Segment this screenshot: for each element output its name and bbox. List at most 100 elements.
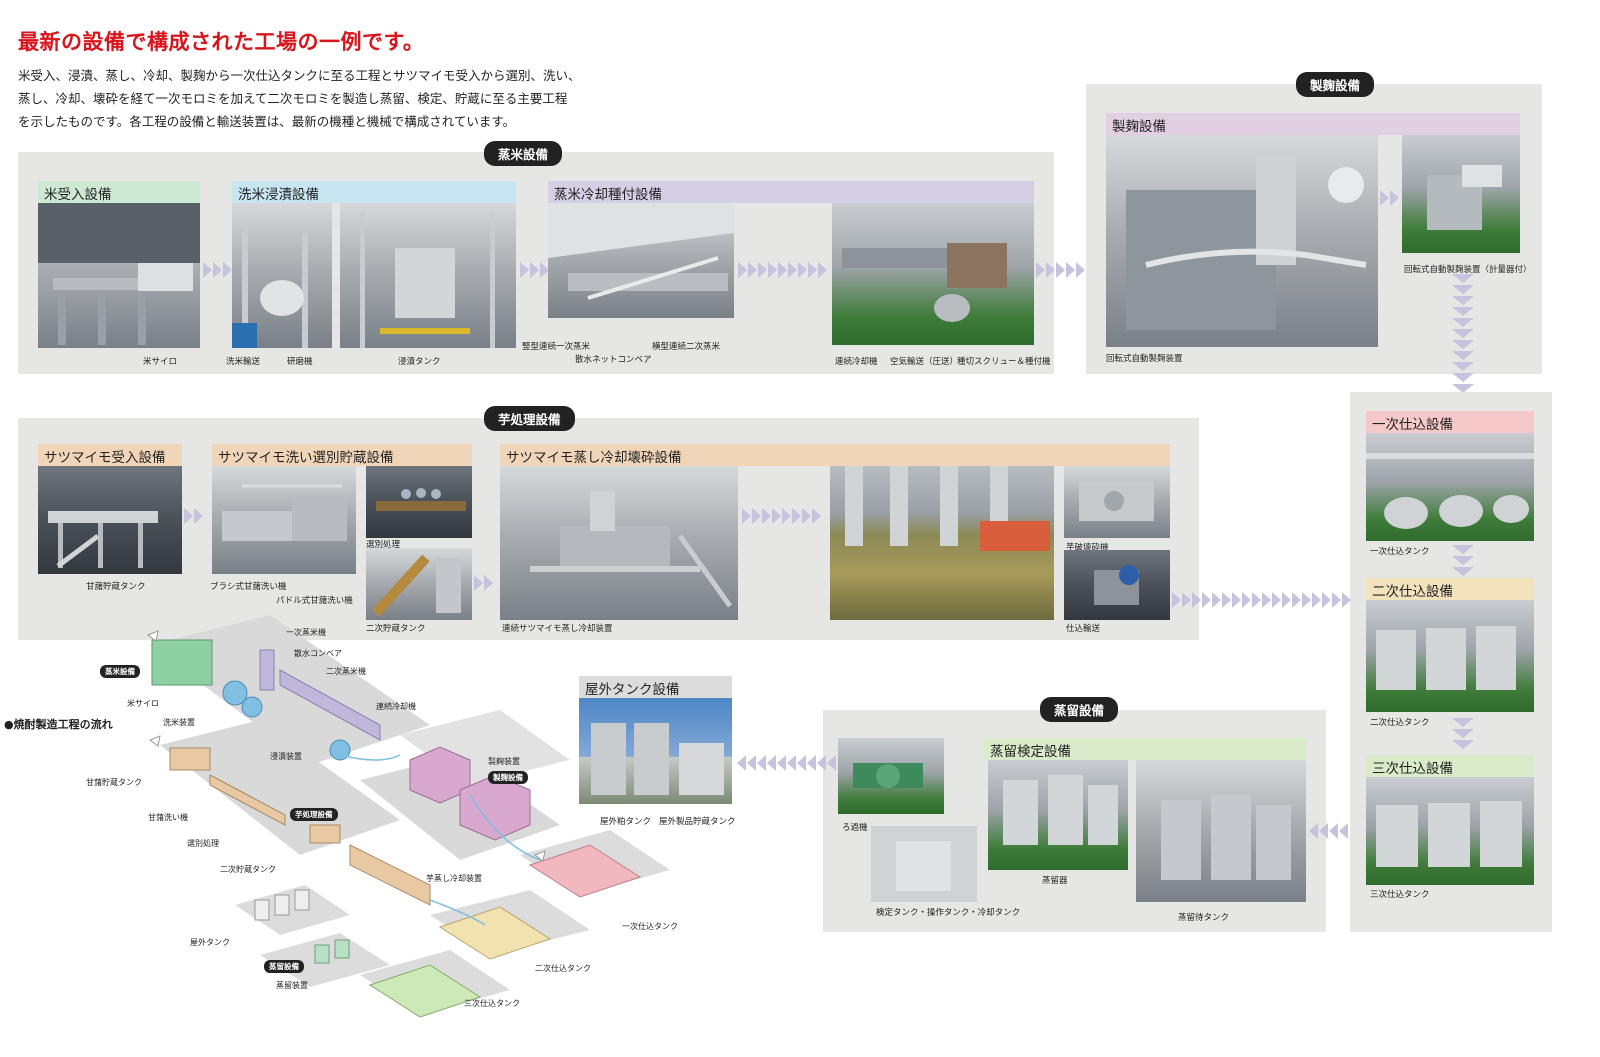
flow-label: 屋外タンク — [190, 938, 230, 947]
primary-tank-photo — [1366, 433, 1534, 541]
flow-arrow — [203, 262, 233, 280]
rice-receiving-header: 米受入設備 — [38, 181, 200, 203]
soaking-tank-label: 浸漬タンク — [398, 357, 441, 367]
distill-pill: 蒸留設備 — [1040, 697, 1119, 722]
seeding-machine-label: 種切スクリュー＆種付機 — [957, 357, 1051, 367]
potato-storage-label: 甘藷貯蔵タンク — [86, 582, 146, 592]
flow-arrow — [1380, 190, 1400, 208]
flow-label: 甘藷洗い機 — [148, 813, 188, 822]
flow-label: 芋蒸し冷却装置 — [426, 874, 482, 883]
page-title: 最新の設備で構成された工場の一例です。 — [18, 30, 425, 54]
flow-label: 蒸留装置 — [276, 981, 308, 990]
rice-silo-photo — [38, 203, 200, 348]
vertical-steamer-label: 竪型連続一次蒸米 — [522, 342, 591, 352]
potato-crusher-label: 芋破壊砕機 — [1066, 543, 1109, 553]
soaking-tank-photo — [340, 203, 516, 348]
description-line: 蒸し、冷却、壊砕を経て一次モロミを加えて二次モロミを製造し蒸留、検定、貯蔵に至る… — [18, 91, 568, 106]
polisher-label: 研磨機 — [287, 357, 313, 367]
outdoor-product-label: 屋外製品貯蔵タンク — [659, 817, 736, 827]
flow-pill-koji: 製麹設備 — [488, 771, 528, 784]
potato-steaming-header: サツマイモ蒸し冷却壊砕設備 — [500, 444, 1170, 466]
flow-label: 米サイロ — [127, 699, 159, 708]
outdoor-waste-label: 屋外粕タンク — [600, 817, 652, 827]
waiting-tank-photo — [1136, 760, 1306, 902]
potato-washer-photo — [212, 466, 356, 574]
rice-cooling-header: 蒸米冷却種付設備 — [548, 181, 1034, 203]
sorting-photo — [366, 466, 472, 538]
filter-label: ろ過機 — [842, 823, 868, 833]
flow-pill-potato: 芋処理設備 — [290, 808, 338, 821]
steamer-cooler-label: 連続サツマイモ蒸し冷却装置 — [502, 624, 613, 634]
potato-storage-photo — [38, 466, 182, 574]
flow-label: 洗米装置 — [163, 718, 195, 727]
rice-polisher-photo — [232, 203, 332, 348]
flow-label: 一次仕込タンク — [622, 922, 678, 931]
flow-arrow — [742, 508, 822, 526]
flow-label: 二次仕込タンク — [535, 964, 591, 973]
description-line: 米受入、浸漬、蒸し、冷却、製麹から一次仕込タンクに至る工程とサツマイモ受入から選… — [18, 68, 581, 83]
flow-arrow — [1450, 274, 1476, 406]
potato-washing-header: サツマイモ洗い選別貯蔵設備 — [212, 444, 472, 466]
flow-label: 二次蒸米機 — [326, 667, 366, 676]
rice-silo-label: 米サイロ — [143, 357, 178, 367]
secondary-storage-label: 二次貯蔵タンク — [366, 624, 426, 634]
koji-machine-label: 回転式自動製麹装置 — [1106, 354, 1183, 364]
potato-receiving-header: サツマイモ受入設備 — [38, 444, 182, 466]
flow-label: 一次蒸米機 — [286, 628, 326, 637]
horizontal-steamer-label: 横型連続二次蒸米 — [652, 342, 721, 352]
flow-arrow — [1450, 718, 1476, 751]
potato-pill: 芋処理設備 — [484, 406, 575, 431]
koji-machine-photo — [1106, 135, 1378, 347]
flow-label: 連続冷却機 — [376, 702, 416, 711]
flow-diagram — [146, 615, 670, 1018]
flow-pill-distill: 蒸留設備 — [264, 960, 304, 973]
flow-label: 三次仕込タンク — [464, 999, 520, 1008]
flow-label: 浸漬装置 — [270, 752, 302, 761]
koji-scale-photo — [1402, 135, 1520, 253]
paddle-washer-label: パドル式甘藷洗い機 — [276, 596, 353, 606]
flow-arrow — [1308, 823, 1348, 841]
tertiary-header: 三次仕込設備 — [1366, 755, 1534, 777]
koji-header: 製麹設備 — [1106, 113, 1520, 135]
rice-transport-label: 洗米輸送 — [226, 357, 261, 367]
description-line: を示したものです。各工程の設備と輸送装置は、最新の機種と機械で構成されています。 — [18, 114, 516, 129]
feed-transport-label: 仕込輸送 — [1066, 624, 1101, 634]
flow-arrow — [736, 755, 836, 773]
inspection-tank-label: 検定タンク・操作タンク・冷却タンク — [876, 908, 1021, 918]
steamed-rice-pill: 蒸米設備 — [484, 141, 563, 166]
flow-label: 製麹装置 — [488, 757, 520, 766]
secondary-storage-photo — [366, 548, 472, 620]
page-description: 米受入、浸漬、蒸し、冷却、製麹から一次仕込タンクに至る工程とサツマイモ受入から選… — [18, 64, 658, 133]
secondary-header: 二次仕込設備 — [1366, 578, 1534, 600]
flow-arrow — [738, 262, 828, 280]
filter-photo — [838, 738, 944, 814]
flow-arrow — [1450, 545, 1476, 578]
feed-transport-photo — [1064, 550, 1170, 620]
brush-washer-label: ブラシ式甘藷洗い機 — [210, 582, 287, 592]
tertiary-tank-photo — [1366, 777, 1534, 885]
sorting-label: 選別処理 — [366, 540, 401, 550]
steamer-photo — [548, 203, 734, 318]
flow-arrow — [184, 508, 204, 526]
flow-label: 選別処理 — [187, 839, 219, 848]
distill-header: 蒸留検定設備 — [984, 738, 1306, 760]
still-label: 蒸留器 — [1042, 876, 1068, 886]
koji-scale-label: 回転式自動製麹装置（計量器付） — [1404, 265, 1532, 275]
spray-conveyor-label: 散水ネットコンベア — [575, 355, 652, 365]
primary-header: 一次仕込設備 — [1366, 411, 1534, 433]
tertiary-tank-label: 三次仕込タンク — [1370, 890, 1430, 900]
koji-pill: 製麹設備 — [1296, 72, 1375, 97]
flow-label: 甘藷貯蔵タンク — [86, 778, 142, 787]
still-photo — [988, 760, 1128, 870]
potato-crusher-photo — [1064, 466, 1170, 538]
outdoor-header: 屋外タンク設備 — [579, 676, 732, 698]
potato-conveyor-photo — [830, 466, 1054, 620]
flow-diagram-title: ●焼酎製造工程の流れ — [4, 718, 113, 731]
flow-arrow — [1172, 592, 1352, 610]
rice-washing-header: 洗米浸漬設備 — [232, 181, 516, 203]
inspection-tank-photo — [871, 826, 977, 902]
outdoor-tank-photo — [579, 698, 732, 804]
secondary-tank-label: 二次仕込タンク — [1370, 718, 1430, 728]
secondary-tank-photo — [1366, 600, 1534, 712]
cooler-photo — [832, 203, 1034, 345]
